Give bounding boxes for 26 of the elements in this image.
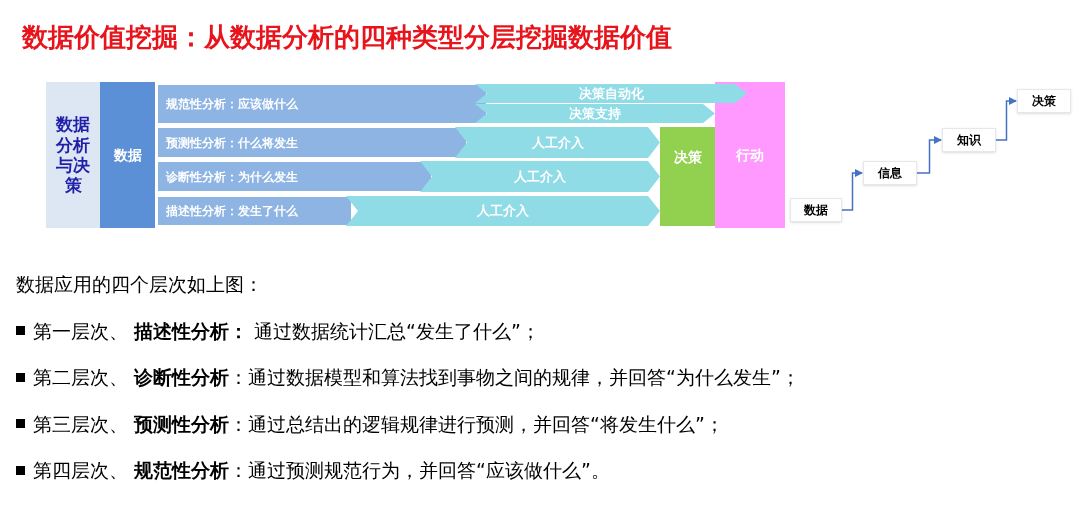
arrow xyxy=(916,136,942,174)
analysis-band: 规范性分析：应该做什么 xyxy=(157,84,487,124)
analysis-band: 描述性分析：发生了什么 xyxy=(157,196,352,226)
text-line: 第一层次、 描述性分析： 通过数据统计汇总“发生了什么”； xyxy=(33,318,540,344)
text-line: 第三层次、 预测性分析：通过总结出的逻辑规律进行预测，并回答“将发生什么”； xyxy=(33,411,724,437)
chevron-band: 人工介入 xyxy=(455,127,660,158)
arrow xyxy=(841,169,863,211)
action-column: 行动 xyxy=(715,82,785,228)
chevron-band: 决策自动化 xyxy=(475,84,747,103)
text-line: 第二层次、 诊断性分析：通过数据模型和算法找到事物之间的规律，并回答“为什么发生”； xyxy=(33,365,800,390)
analysis-band: 诊断性分析：为什么发生 xyxy=(157,161,432,192)
step-box: 决策 xyxy=(1017,89,1071,113)
analysis-band: 预测性分析：什么将发生 xyxy=(157,127,467,158)
text-line: 数据应用的四个层次如上图： xyxy=(16,272,263,297)
chevron-band: 人工介入 xyxy=(420,161,660,192)
title: 数据价值挖掘：从数据分析的四种类型分层挖掘数据价值 xyxy=(22,21,672,54)
arrow xyxy=(995,97,1017,141)
step-box: 数据 xyxy=(790,198,842,222)
decision-column: 决策 xyxy=(660,127,715,226)
data-column: 数据 xyxy=(100,82,155,228)
chevron-band: 决策支持 xyxy=(475,104,715,123)
chevron-band: 人工介入 xyxy=(346,196,660,226)
side-panel: 数据分析与决策 xyxy=(46,82,100,228)
step-box: 信息 xyxy=(863,161,917,185)
text-line: 第四层次、 规范性分析：通过预测规范行为，并回答“应该做什么”。 xyxy=(33,458,610,483)
step-box: 知识 xyxy=(942,128,996,152)
